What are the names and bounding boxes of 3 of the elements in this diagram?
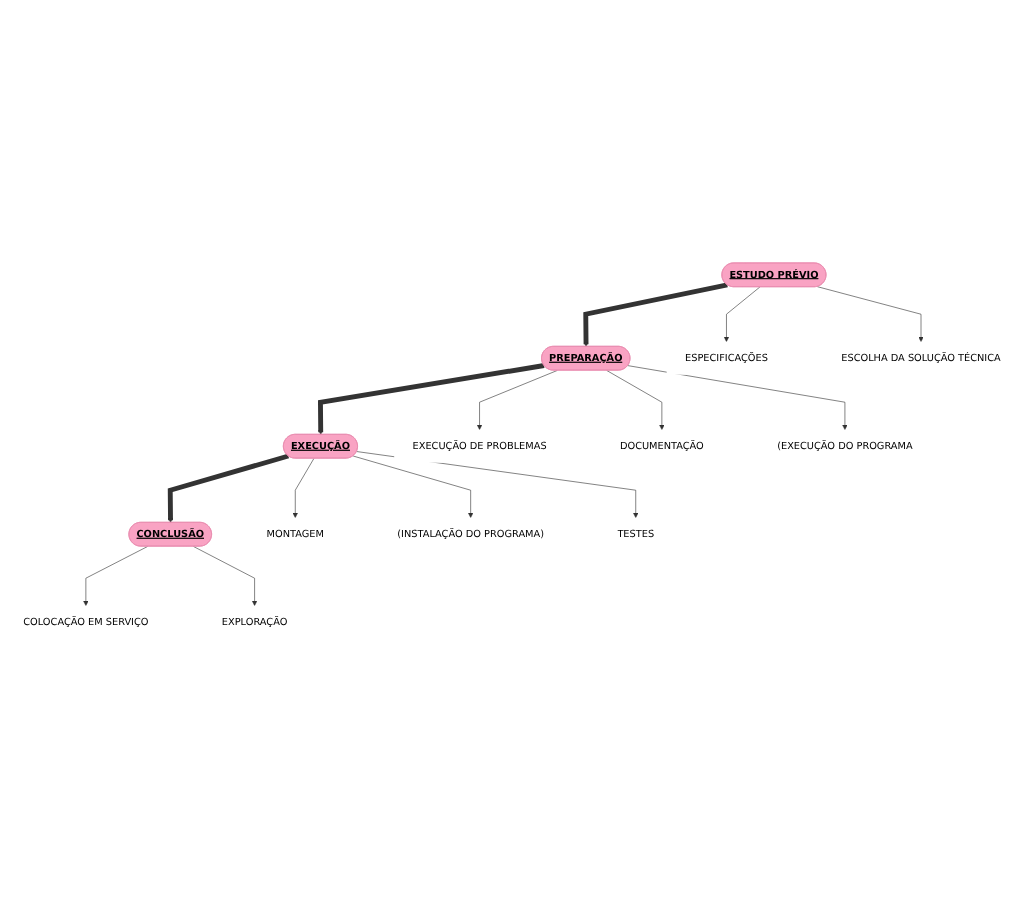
arrow bbox=[167, 452, 290, 523]
arrow bbox=[583, 281, 728, 347]
arrow bbox=[318, 362, 545, 435]
